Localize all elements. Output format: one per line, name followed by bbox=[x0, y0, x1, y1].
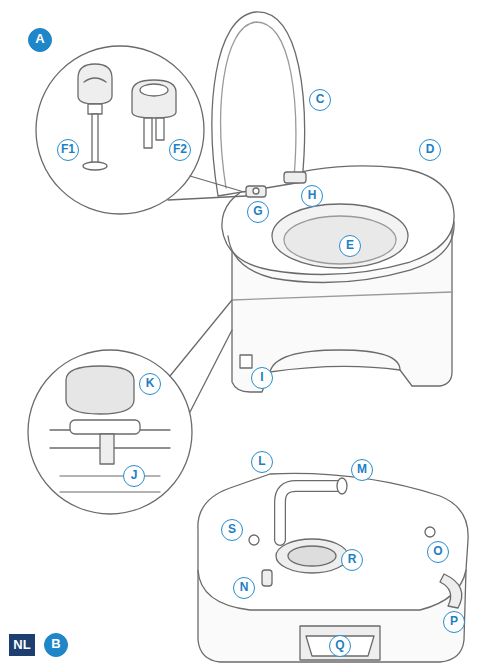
callout-letter: F1 bbox=[57, 139, 79, 161]
callout-letter: N bbox=[233, 577, 255, 599]
callout-letter: L bbox=[251, 451, 273, 473]
detail-inset bbox=[190, 176, 244, 192]
detail-inset bbox=[100, 434, 114, 464]
waste-tank bbox=[198, 473, 468, 662]
detail-inset bbox=[28, 350, 192, 514]
detail-inset bbox=[156, 118, 164, 140]
language-tag: NL bbox=[9, 634, 34, 656]
callout-letter: Q bbox=[329, 635, 351, 657]
waste-tank bbox=[300, 626, 380, 660]
section-badge: B bbox=[44, 633, 68, 657]
callout-letter: I bbox=[251, 367, 273, 389]
callout-letter: K bbox=[139, 373, 161, 395]
callout-letter: S bbox=[221, 519, 243, 541]
detail-inset bbox=[92, 114, 98, 164]
callout-letter: F2 bbox=[169, 139, 191, 161]
hinge bbox=[253, 188, 259, 194]
waste-tank bbox=[425, 527, 435, 537]
callout-letter: M bbox=[351, 459, 373, 481]
toilet-base bbox=[270, 350, 400, 372]
callout-letter: E bbox=[339, 235, 361, 257]
detail-inset bbox=[132, 80, 176, 118]
hinge bbox=[246, 172, 306, 197]
detail-inset bbox=[70, 420, 140, 434]
section-badge: A bbox=[28, 28, 52, 52]
detail-inset bbox=[170, 300, 232, 376]
detail-inset bbox=[36, 46, 204, 214]
lid bbox=[212, 12, 304, 196]
lid bbox=[221, 22, 296, 188]
waste-tank bbox=[198, 473, 468, 610]
callout-letter: H bbox=[301, 185, 323, 207]
hinge bbox=[284, 172, 306, 183]
callout-letter: J bbox=[123, 465, 145, 487]
hinge bbox=[246, 186, 266, 197]
waste-tank bbox=[276, 539, 348, 573]
waste-tank bbox=[262, 570, 272, 586]
detail-inset bbox=[168, 196, 246, 200]
callout-letter: P bbox=[443, 611, 465, 633]
detail-inset bbox=[60, 476, 160, 492]
lid bbox=[212, 12, 304, 196]
detail-inset bbox=[28, 300, 232, 514]
waste-tank bbox=[288, 546, 336, 566]
callout-letter: O bbox=[427, 541, 449, 563]
detail-inset bbox=[84, 78, 106, 82]
waste-tank bbox=[306, 636, 374, 656]
toilet-base bbox=[240, 355, 252, 368]
detail-inset bbox=[78, 64, 112, 104]
waste-tank bbox=[280, 486, 340, 540]
detail-inset bbox=[140, 84, 168, 96]
detail-inset bbox=[144, 118, 152, 148]
seat bbox=[272, 204, 408, 268]
waste-tank bbox=[440, 574, 462, 608]
detail-inset bbox=[36, 46, 246, 214]
callout-letter: D bbox=[419, 139, 441, 161]
detail-inset bbox=[83, 162, 107, 170]
callout-letter: C bbox=[309, 89, 331, 111]
line-art bbox=[28, 12, 468, 662]
callout-letter: R bbox=[341, 549, 363, 571]
waste-tank bbox=[280, 486, 340, 540]
waste-tank bbox=[337, 478, 347, 494]
detail-inset bbox=[88, 104, 102, 114]
waste-tank bbox=[249, 535, 259, 545]
detail-inset bbox=[66, 366, 134, 414]
toilet-base bbox=[232, 292, 452, 300]
seat bbox=[284, 216, 396, 264]
callout-letter: G bbox=[247, 201, 269, 223]
detail-inset bbox=[190, 330, 232, 412]
